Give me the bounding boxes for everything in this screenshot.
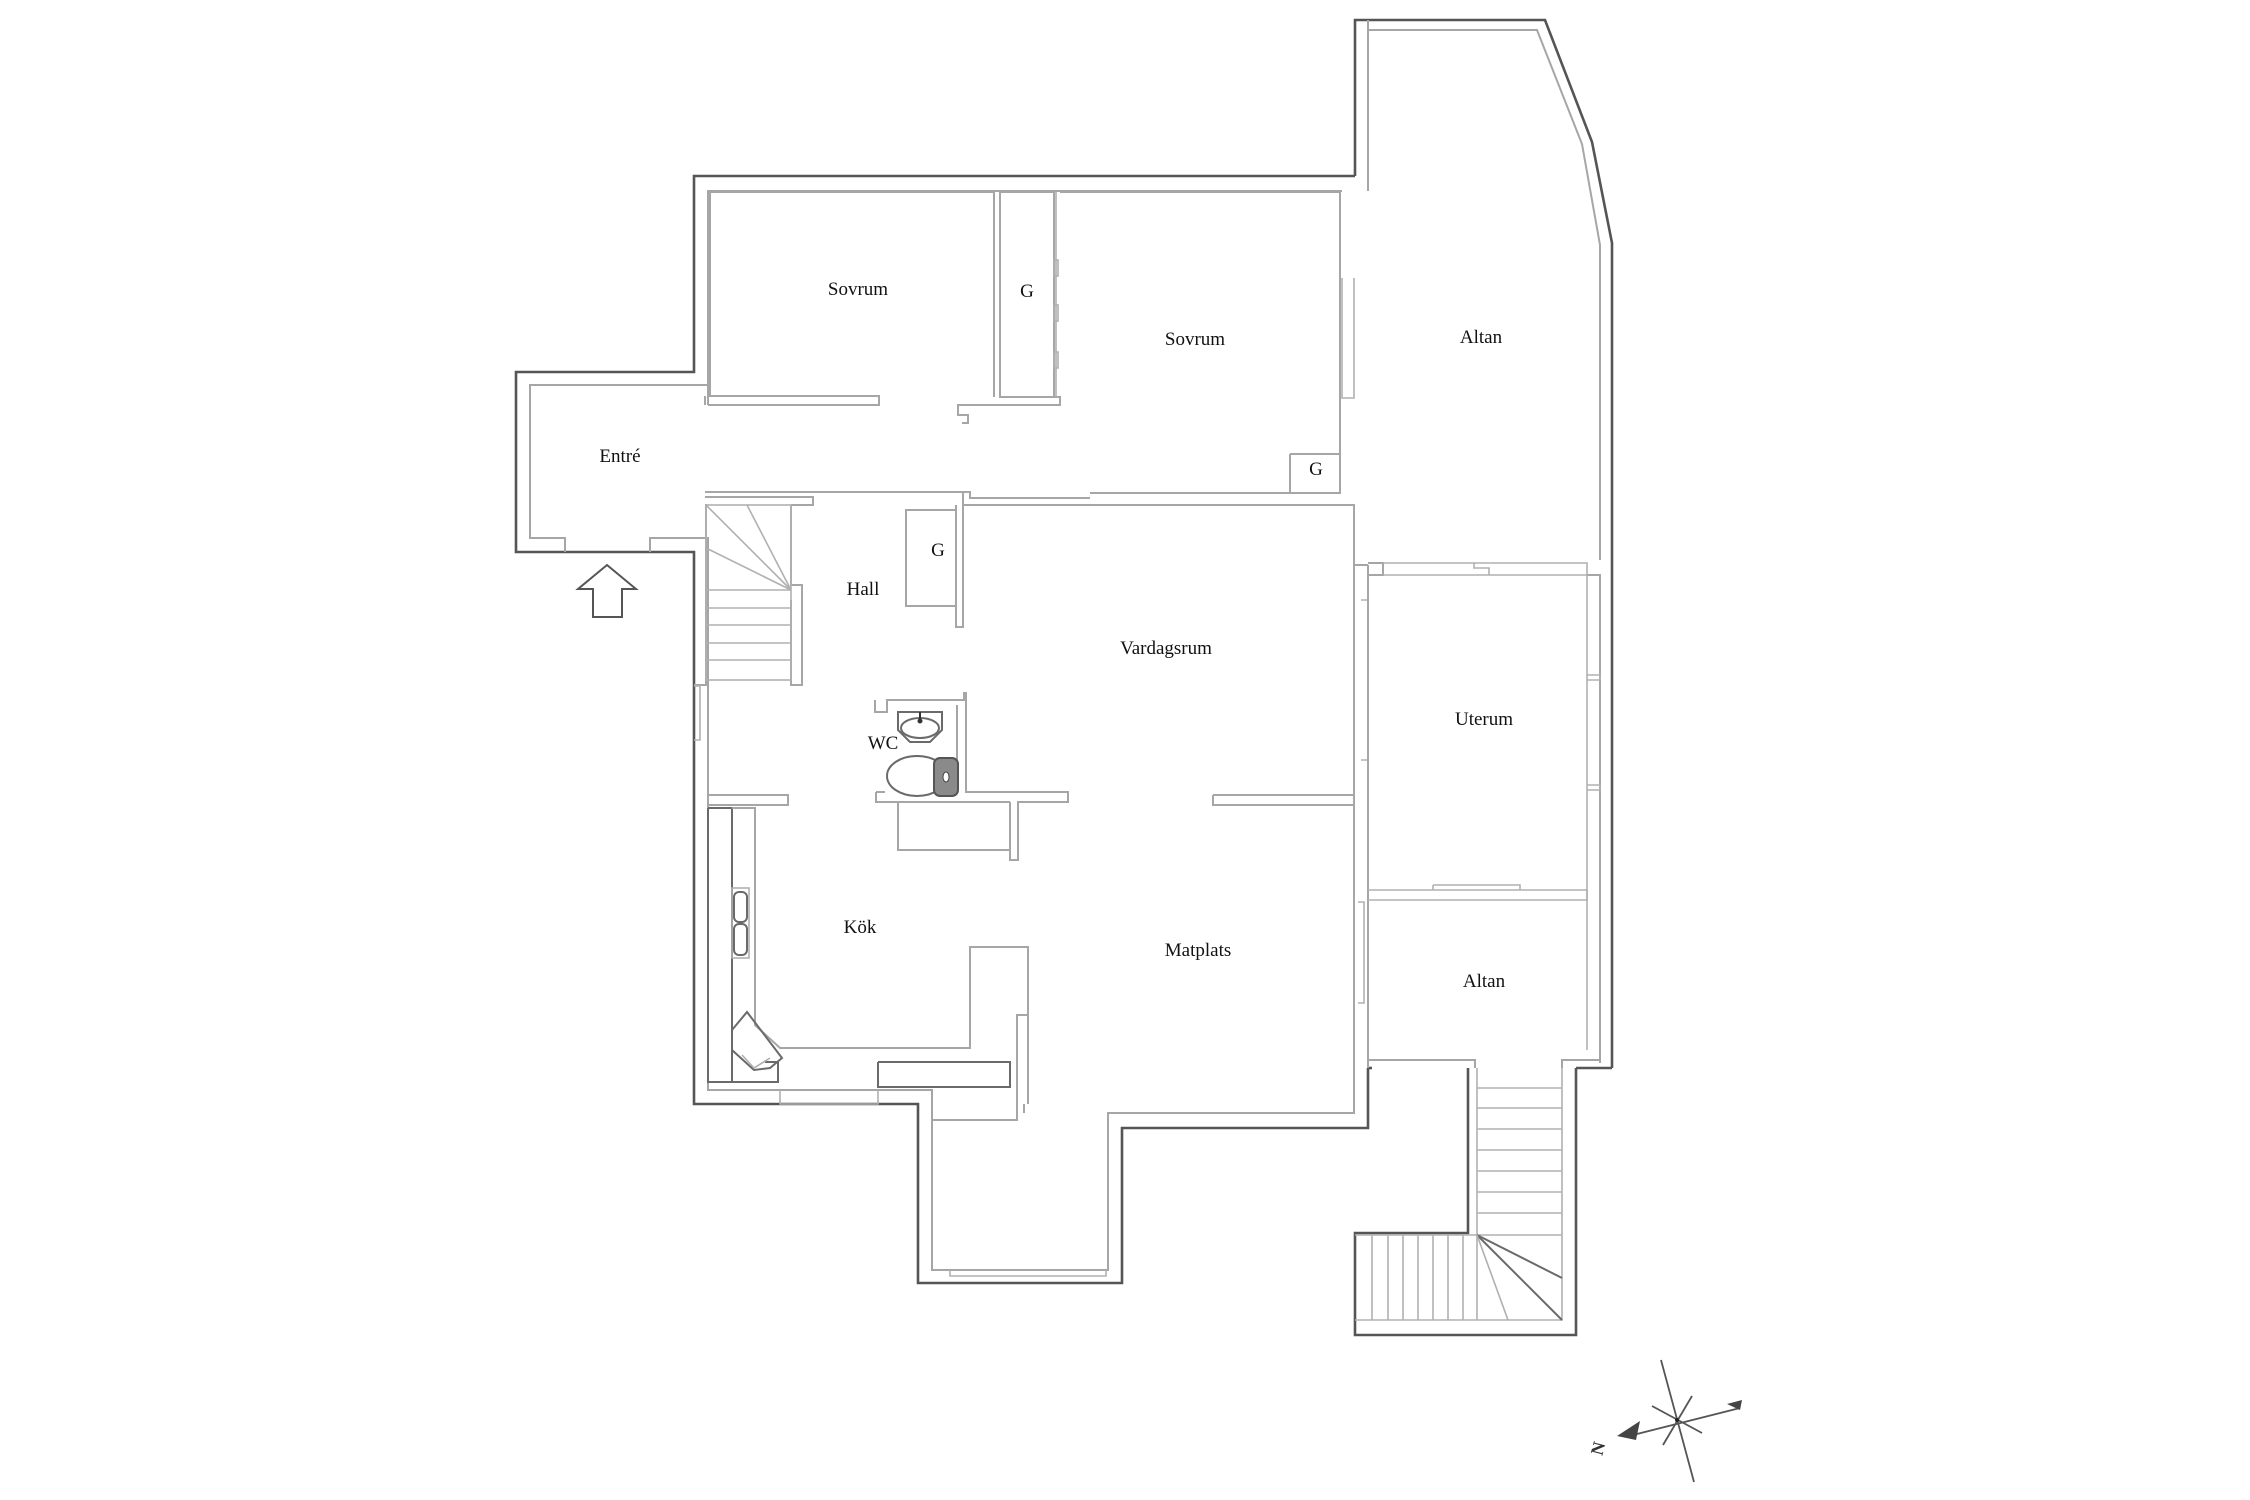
room-label-sovrum-2: Sovrum bbox=[1164, 329, 1226, 350]
entrance-arrow-icon bbox=[575, 563, 639, 618]
room-label-closet-3: G bbox=[931, 540, 945, 561]
room-label-sovrum-1: Sovrum bbox=[827, 279, 889, 300]
toilet-icon bbox=[886, 755, 959, 797]
sink-icon bbox=[897, 711, 943, 743]
room-label-matplats: Matplats bbox=[1164, 940, 1232, 961]
room-label-hall: Hall bbox=[846, 579, 880, 600]
room-label-altan-1: Altan bbox=[1459, 327, 1503, 348]
outer-wall bbox=[514, 18, 1614, 1337]
room-label-entre: Entré bbox=[599, 446, 641, 467]
compass-icon bbox=[1617, 1359, 1742, 1483]
room-label-closet-1: G bbox=[1020, 281, 1034, 302]
exterior-stairs-icon bbox=[1355, 1068, 1563, 1321]
room-label-uterum: Uterum bbox=[1454, 709, 1514, 730]
kitchen-sink-icon bbox=[731, 887, 750, 959]
room-label-wc: WC bbox=[867, 733, 899, 754]
inner-walls bbox=[529, 20, 1601, 1321]
room-label-vardagsrum: Vardagsrum bbox=[1120, 638, 1212, 659]
stairs-icon bbox=[705, 504, 792, 681]
room-label-closet-2: G bbox=[1309, 459, 1323, 480]
room-label-kok: Kök bbox=[843, 917, 877, 938]
room-label-altan-2: Altan bbox=[1462, 971, 1506, 992]
